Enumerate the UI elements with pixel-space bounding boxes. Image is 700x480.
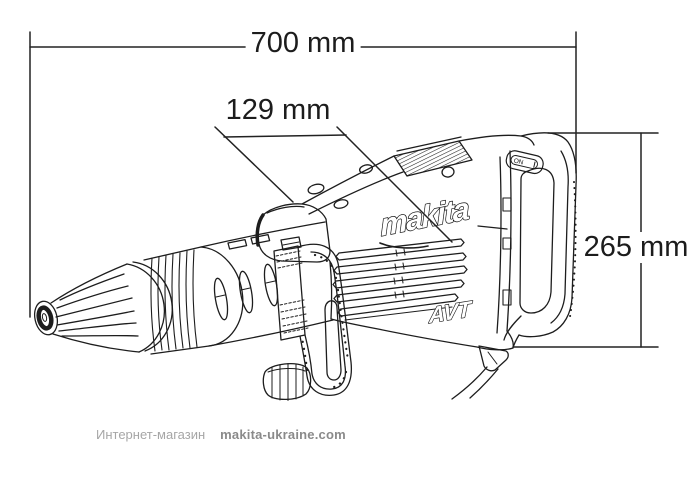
dimension-label-overall-length: 700 mm	[245, 27, 361, 60]
watermark: Интернет-магазин makita-ukraine.com	[96, 427, 346, 442]
dimension-129mm-lines	[214, 126, 453, 243]
power-cord	[451, 345, 509, 400]
dimension-label-height: 265 mm	[578, 231, 694, 264]
gear-housing	[255, 203, 331, 263]
rear-handle	[503, 132, 577, 349]
avt-badge-text: AVT	[428, 296, 474, 328]
dimension-label-head-width: 129 mm	[220, 94, 336, 127]
barrel	[200, 221, 334, 347]
watermark-site: makita-ukraine.com	[220, 427, 346, 442]
avt-badge: AVT	[427, 295, 474, 329]
dimension-700mm-lines	[29, 31, 577, 318]
vent-hatch	[393, 136, 473, 177]
side-handle	[262, 236, 353, 401]
on-switch[interactable]: ON	[505, 149, 545, 175]
makita-logo-text: makita	[380, 191, 471, 243]
chuck-collar	[143, 246, 244, 355]
chuck-nose	[33, 261, 173, 353]
on-switch-label: ON	[513, 158, 524, 167]
motor-housing	[301, 134, 535, 351]
watermark-prefix: Интернет-магазин	[96, 427, 206, 442]
dimension-lines	[29, 31, 659, 348]
